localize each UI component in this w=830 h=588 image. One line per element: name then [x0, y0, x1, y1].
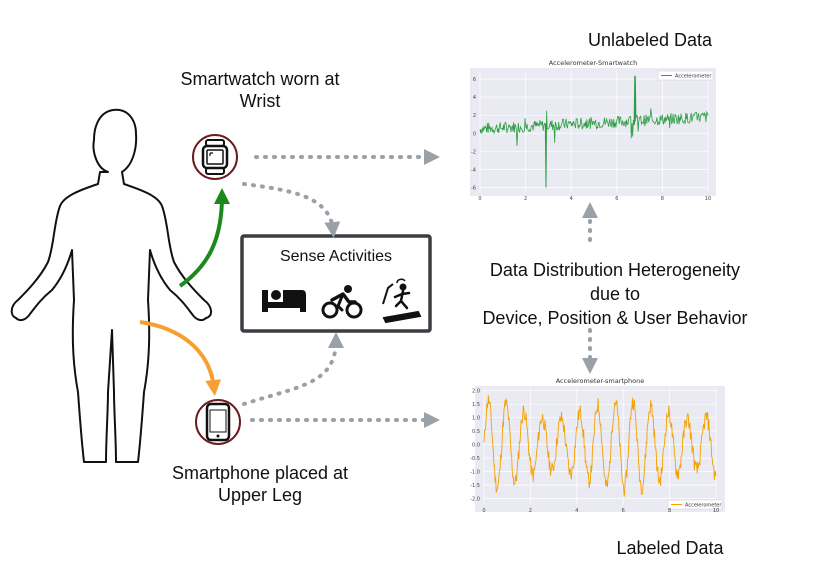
y-tick-label: 0.5 — [472, 429, 480, 435]
chart-legend: Accelerometer — [667, 499, 722, 510]
dotted-connectors — [242, 149, 598, 428]
x-tick-label: 0 — [478, 196, 481, 202]
y-tick-label: 1.0 — [472, 416, 480, 422]
y-tick-label: 0 — [473, 131, 476, 137]
y-tick-label: 2.0 — [472, 389, 480, 395]
unlabeled-data-title: Unlabeled Data — [587, 30, 713, 50]
x-tick-label: 0 — [482, 508, 485, 514]
sense-activities-title: Sense Activities — [279, 248, 393, 265]
x-tick-label: 6 — [615, 196, 618, 202]
smartphone-chart: Accelerometer-smartphone Accelerometer 0… — [470, 377, 725, 514]
chart-title: Accelerometer-Smartwatch — [549, 59, 637, 67]
smartphone-label-line1: Smartphone placed at — [171, 463, 349, 483]
bed-icon — [262, 290, 306, 312]
smartwatch-chart: Accelerometer-Smartwatch Accelerometer 0… — [470, 59, 716, 202]
phone-arrow — [139, 320, 222, 396]
x-tick-label: 8 — [661, 196, 664, 202]
chart-legend: Accelerometer — [657, 70, 714, 81]
smartwatch-icon — [192, 134, 238, 180]
smartwatch-series-line — [479, 75, 709, 188]
heterogeneity-line1: Data Distribution Heterogeneity — [489, 260, 741, 280]
y-tick-label: -1.0 — [470, 470, 480, 476]
svg-text:Accelerometer: Accelerometer — [685, 503, 722, 509]
x-tick-label: 4 — [570, 196, 573, 202]
y-tick-label: 2 — [473, 113, 476, 119]
x-tick-label: 10 — [705, 196, 711, 202]
heterogeneity-label: Data Distribution Heterogeneity due to D… — [455, 258, 775, 330]
x-tick-label: 2 — [529, 508, 532, 514]
smartphone-icon — [195, 399, 241, 445]
chart-title: Accelerometer-smartphone — [556, 377, 645, 385]
y-tick-label: -1.5 — [470, 483, 480, 489]
y-tick-label: 4 — [473, 95, 476, 101]
cycling-icon — [321, 285, 363, 319]
treadmill-icon — [382, 278, 422, 324]
smartphone-label-line2: Upper Leg — [217, 485, 303, 505]
y-tick-label: -2 — [471, 149, 476, 155]
y-tick-label: -4 — [471, 167, 476, 173]
y-tick-label: -2.0 — [470, 497, 480, 503]
y-tick-label: 0.0 — [472, 443, 480, 449]
smartphone-series-line — [483, 395, 717, 497]
svg-text:Accelerometer: Accelerometer — [675, 74, 712, 80]
smartphone-label: Smartphone placed at Upper Leg — [140, 462, 380, 506]
x-tick-label: 6 — [622, 508, 625, 514]
watch-arrow — [178, 188, 230, 288]
smartwatch-label-line1: Smartwatch worn at — [180, 69, 340, 89]
human-body-icon — [10, 108, 212, 463]
x-tick-label: 4 — [575, 508, 578, 514]
x-tick-label: 8 — [668, 508, 671, 514]
y-tick-label: 6 — [473, 77, 476, 83]
heterogeneity-line3: Device, Position & User Behavior — [482, 308, 748, 328]
y-tick-label: -0.5 — [470, 456, 480, 462]
y-tick-label: -6 — [471, 185, 476, 191]
x-tick-label: 2 — [524, 196, 527, 202]
heterogeneity-line2: due to — [589, 284, 641, 304]
smartwatch-label: Smartwatch worn at Wrist — [140, 68, 380, 112]
x-tick-label: 10 — [713, 508, 719, 514]
y-tick-label: 1.5 — [472, 402, 480, 408]
smartwatch-label-line2: Wrist — [239, 91, 281, 111]
labeled-data-title: Labeled Data — [616, 538, 724, 558]
